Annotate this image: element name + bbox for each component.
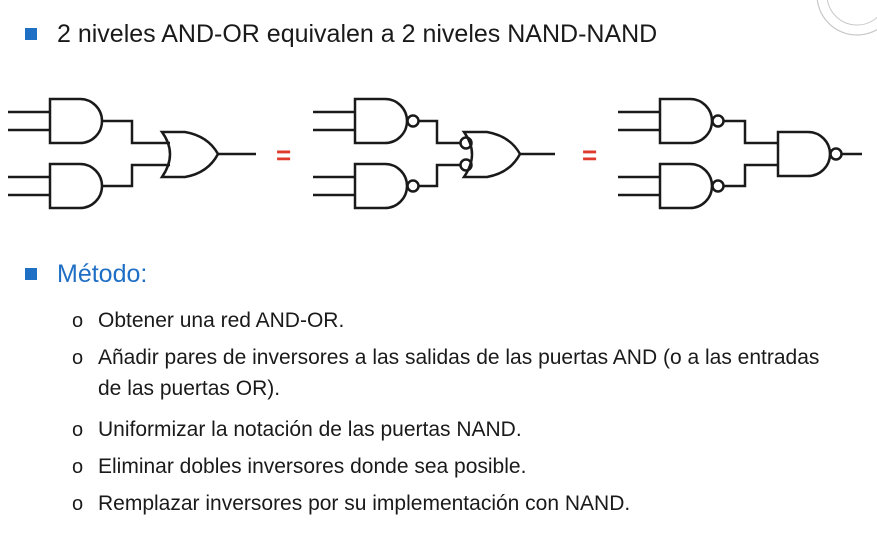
circle-bullet-icon: o [72,456,84,478]
nand-gate-icon [658,162,714,210]
circle-bullet-icon: o [72,493,84,515]
circuit-nand-nand [618,97,862,210]
university-seal-icon [797,0,877,40]
or-gate-icon [159,130,220,179]
and-gate-icon [48,97,104,145]
equals-sign-2: = [582,140,598,170]
circuit-diagram [8,97,862,210]
method-bullet-icon [25,268,37,280]
equals-sign-1: = [276,140,292,170]
circle-bullet-icon: o [72,419,84,441]
page-title: 2 niveles AND-OR equivalen a 2 niveles N… [57,20,658,48]
circle-bullet-icon: o [72,310,84,332]
nand-gate-icon [353,162,409,210]
circle-bullet-icon: o [72,347,84,369]
nand-gate-icon [776,130,832,178]
nand-gate-icon [658,97,714,145]
circuit-nand-or-inverted [313,97,555,210]
or-gate-icon [461,130,522,179]
method-title: Método: [57,260,148,288]
heading-bullet-icon [25,28,37,40]
nand-gate-icon [353,97,409,145]
and-gate-icon [48,162,104,210]
circuit-and-or [8,97,256,210]
